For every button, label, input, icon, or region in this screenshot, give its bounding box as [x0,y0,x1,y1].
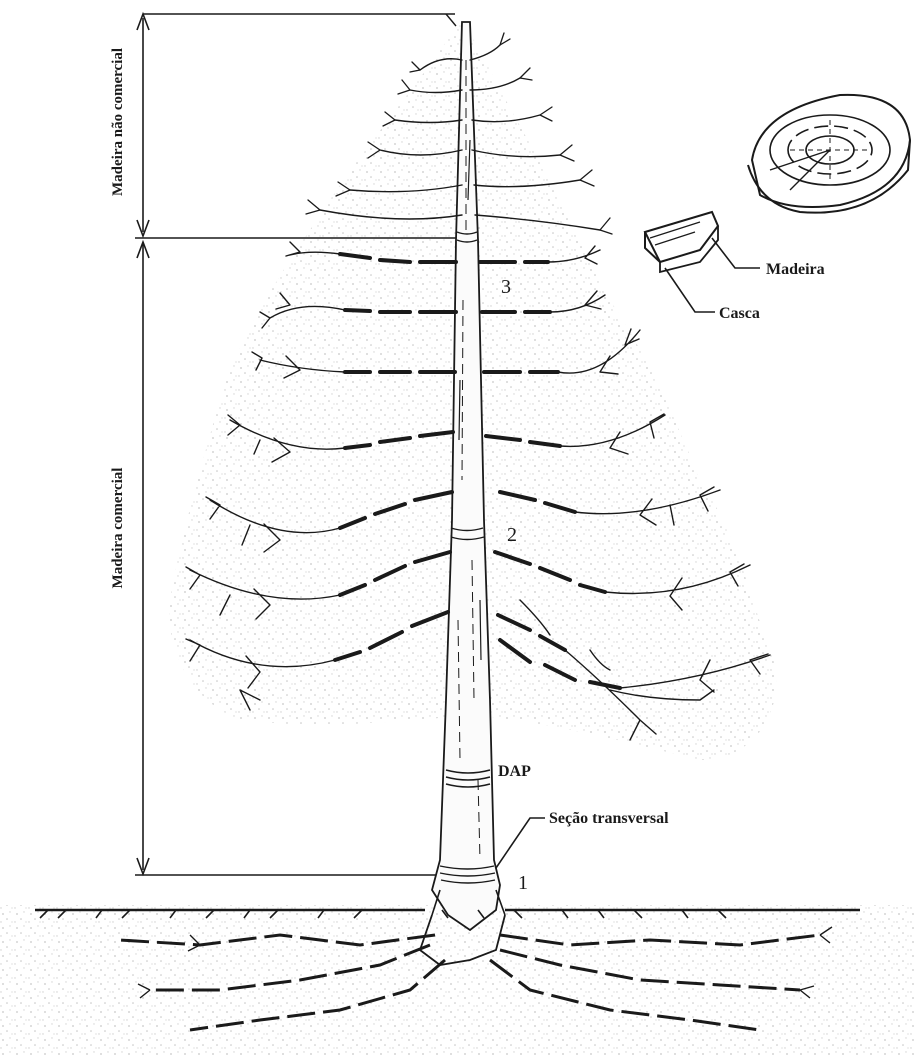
wedge-piece [645,212,718,272]
cross-section-disc [748,95,910,213]
bark-label: Casca [719,305,760,322]
cross-section-label: Seção transversal [549,810,669,827]
tip-pointer [446,14,456,26]
dbh-label: DAP [498,763,531,780]
section-number-1: 1 [518,872,528,894]
wood-leader [712,238,760,268]
section-number-3: 3 [501,276,511,298]
bark-leader [665,268,715,312]
section-number-2: 2 [507,524,517,546]
cross-section-leader [496,818,545,868]
commercial-wood-label: Madeira comercial [110,468,126,589]
non-commercial-wood-label: Madeira não comercial [110,48,126,196]
wood-label: Madeira [766,261,825,278]
ground-shading [0,905,915,1055]
